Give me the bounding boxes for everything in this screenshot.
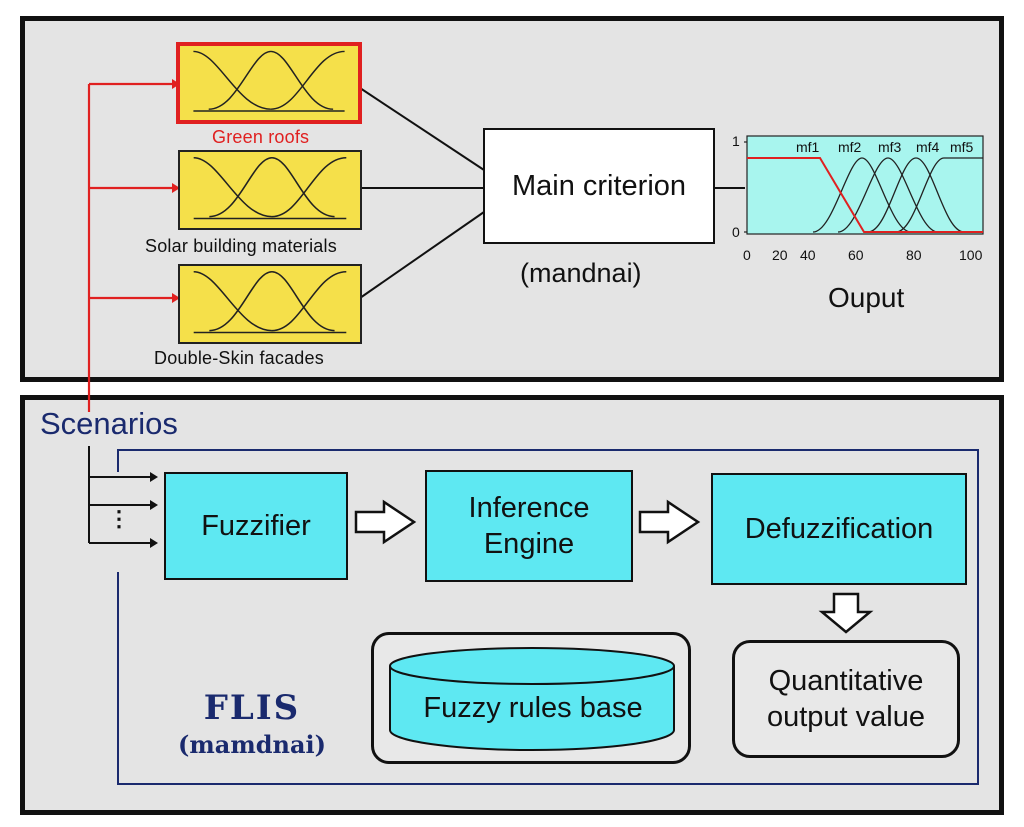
x-tick-0: 0 <box>743 247 751 263</box>
scenarios-label: Scenarios <box>40 406 178 441</box>
inference-label-line1: Inference <box>468 491 590 524</box>
output-label-line1: Quantitative <box>768 664 924 697</box>
input-label-double-skin-facades: Double-Skin facades <box>154 348 324 368</box>
x-tick-20: 20 <box>772 247 788 263</box>
x-tick-80: 80 <box>906 247 922 263</box>
mf-label-3: mf3 <box>878 139 902 155</box>
mf-curves-icon <box>193 270 347 334</box>
database-cylinder-icon <box>389 647 675 751</box>
inference-label-line2: Engine <box>483 528 575 560</box>
main-criterion-box[interactable]: Main criterion <box>483 128 715 244</box>
quantitative-output-box[interactable]: Quantitative output value <box>732 640 960 758</box>
mf-label-5: mf5 <box>950 139 974 155</box>
mf-label-1: mf1 <box>796 139 820 155</box>
x-tick-40: 40 <box>800 247 816 263</box>
defuzzification-box[interactable]: Defuzzification <box>711 473 967 585</box>
rules-base-label: Fuzzy rules base <box>423 692 643 724</box>
x-tick-100: 100 <box>959 247 983 263</box>
flis-title: FLIS <box>203 688 301 728</box>
fuzzifier-label: Fuzzifier <box>201 509 311 542</box>
fuzzifier-box[interactable]: Fuzzifier <box>164 472 348 580</box>
mf-box-green-roofs[interactable] <box>176 42 362 124</box>
flis-subtitle: (mamdnai) <box>178 730 326 759</box>
mf-box-solar-building-materials[interactable] <box>178 150 362 230</box>
defuzzification-label: Defuzzification <box>744 512 934 545</box>
output-mf-chart: mf1 mf2 mf3 mf4 mf5 1 0 0 20 40 60 80 10… <box>732 133 984 263</box>
x-tick-60: 60 <box>848 247 864 263</box>
main-criterion-label: Main criterion <box>511 169 687 202</box>
y-tick-0: 0 <box>732 224 740 240</box>
y-tick-1: 1 <box>732 133 740 149</box>
output-chart-title: Ouput <box>828 282 905 313</box>
mf-label-2: mf2 <box>838 139 862 155</box>
scenarios-more-dots: ⋮ <box>108 506 130 531</box>
mf-curves-icon <box>193 50 345 112</box>
mf-label-4: mf4 <box>916 139 940 155</box>
inference-engine-box[interactable]: Inference Engine <box>425 470 633 582</box>
mf-curves-icon <box>193 156 347 220</box>
main-criterion-sublabel: (mandnai) <box>520 258 642 288</box>
output-label-line2: output value <box>766 701 925 733</box>
input-label-solar-building-materials: Solar building materials <box>145 236 337 256</box>
input-label-green-roofs: Green roofs <box>212 127 310 147</box>
mf-box-double-skin-facades[interactable] <box>178 264 362 344</box>
